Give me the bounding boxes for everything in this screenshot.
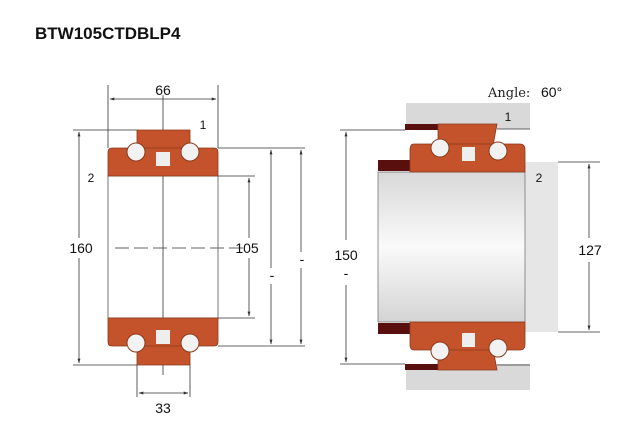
label-1: 1 <box>505 110 512 124</box>
angle-label: Angle: <box>487 86 530 101</box>
ball-icon <box>180 142 200 162</box>
spacer-bottom <box>156 330 170 344</box>
label-2: 2 <box>536 171 543 185</box>
ball-icon <box>430 138 450 158</box>
shaft-shoulder <box>524 162 558 332</box>
label-2: 2 <box>88 171 95 185</box>
seal-bottom <box>405 364 439 370</box>
ball-icon <box>430 341 450 361</box>
left-bearing-view: 66 33 160 105 - - 1 2 <box>69 82 305 416</box>
dim-a-label: - <box>270 267 275 283</box>
ball-icon <box>488 338 508 358</box>
seal-top <box>405 124 439 130</box>
dim-160-label: 160 <box>69 240 93 256</box>
label-1: 1 <box>200 118 207 132</box>
dim-150-label: 150 <box>334 247 358 263</box>
ball-icon <box>126 142 146 162</box>
ball-icon <box>126 333 146 353</box>
dim-33-label: 33 <box>155 400 171 416</box>
dim-105-label: 105 <box>235 240 259 256</box>
product-title: BTW105CTDBLP4 <box>35 24 181 43</box>
shaft <box>377 171 526 323</box>
dim-66-label: 66 <box>155 82 171 98</box>
seal-top-inner <box>378 160 410 171</box>
seal-bottom-inner <box>378 323 410 334</box>
angle-value: 60° <box>541 84 562 100</box>
dim-150-dash: - <box>344 265 349 281</box>
right-bearing-view: 150 - 127 Angle: 60° 1 2 <box>334 84 602 390</box>
spacer-top <box>156 152 170 166</box>
dim-127-label: 127 <box>578 242 602 258</box>
dim-b-label: - <box>300 251 305 267</box>
ball-icon <box>180 333 200 353</box>
ball-icon <box>488 141 508 161</box>
